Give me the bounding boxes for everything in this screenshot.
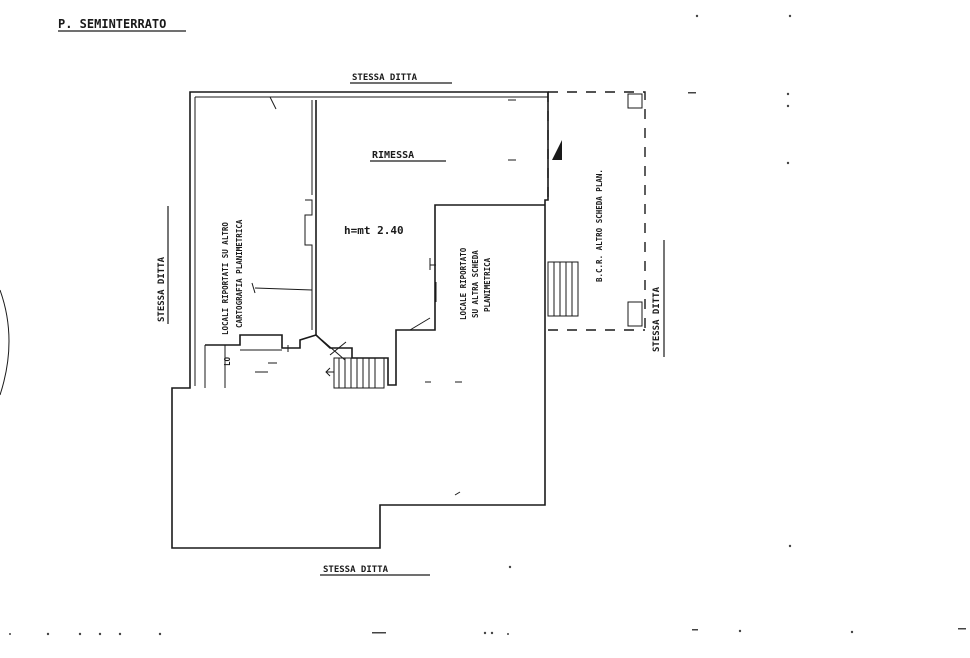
center-rooms-note-3: PLANIMETRICA — [483, 257, 492, 312]
left-rooms — [205, 334, 317, 349]
top-neighbor-label: STESSA DITTA — [352, 73, 418, 83]
staircase — [325, 357, 385, 389]
center-rooms-note-2: SU ALTRA SCHEDA — [471, 250, 480, 318]
lo-mark: LO — [223, 356, 232, 366]
center-rooms-note-1: LOCALE RIPORTATO — [459, 247, 468, 320]
north-arrow-icon — [552, 140, 562, 160]
scan-specks — [9, 14, 966, 636]
right-neighbor-label: STESSA DITTA — [652, 286, 662, 352]
left-rooms-note-1: LOCALI RIPORTATI SU ALTRO — [221, 222, 230, 335]
floor-title: P. SEMINTERRATO — [58, 17, 166, 31]
building-outline — [171, 91, 549, 549]
bottom-neighbor-label: STESSA DITTA — [323, 565, 389, 575]
center-room-outline — [315, 204, 545, 386]
right-area-note: B.C.R. ALTRO SCHEDA PLAN. — [595, 169, 604, 282]
left-rooms-note-2: CARTOGRAFIA PLANIMETRICA — [235, 219, 244, 328]
right-annex — [547, 91, 646, 331]
left-neighbor-label: STESSA DITTA — [157, 256, 167, 322]
main-room-label: RIMESSA — [372, 150, 414, 161]
height-label: h=mt 2.40 — [344, 224, 404, 237]
stamp-arc — [0, 289, 10, 396]
